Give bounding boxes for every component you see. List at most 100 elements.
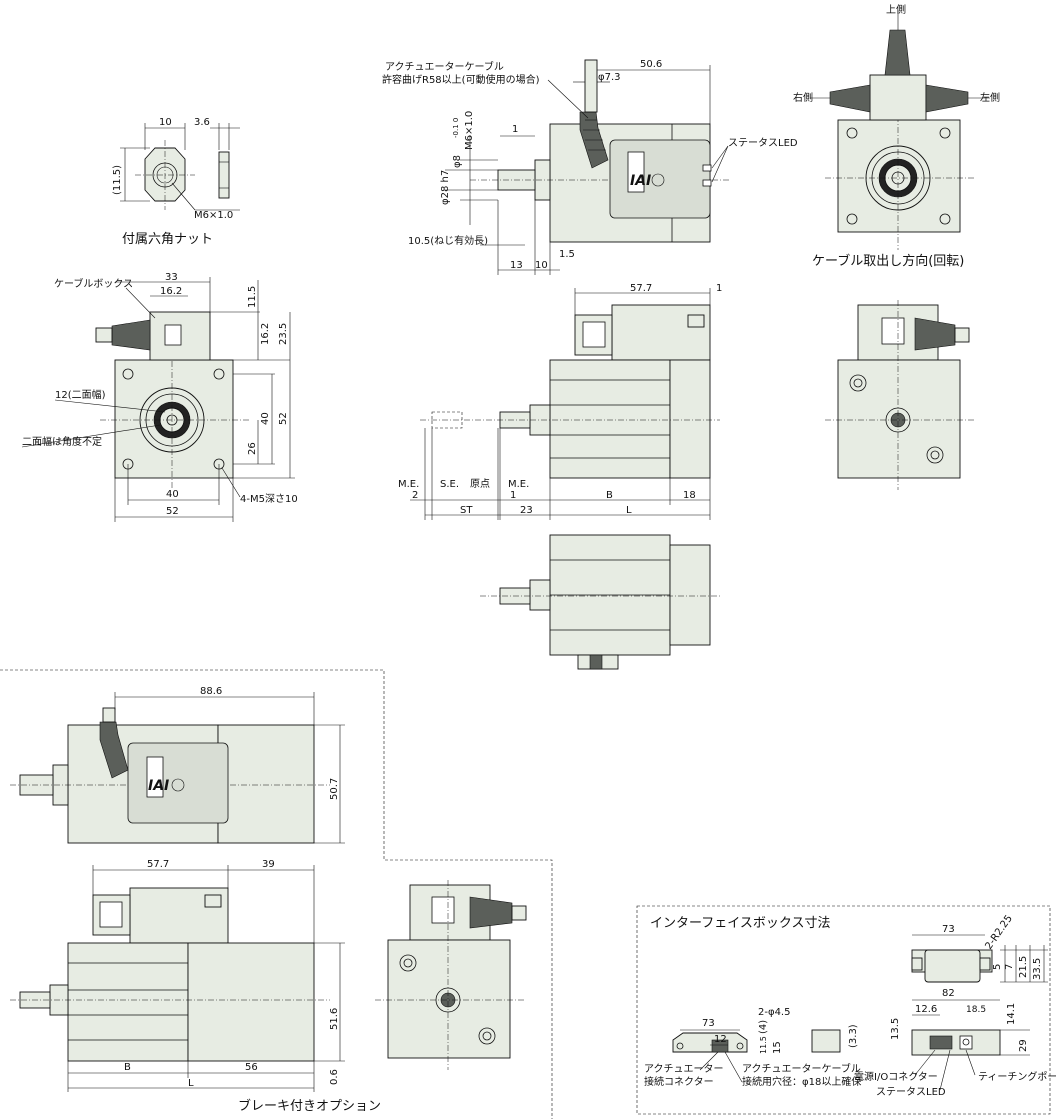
brake-front-motor — [187, 942, 315, 1062]
side-view-boot — [111, 319, 151, 351]
label-se: S.E. — [440, 479, 459, 490]
bottom-view — [480, 534, 720, 670]
dim-ib-5: 5 — [992, 964, 1003, 970]
label-me-right: M.E. — [508, 479, 529, 490]
dim-nut-w: 10 — [159, 117, 172, 128]
dim-side-23-5: 23.5 — [278, 323, 289, 345]
label-cable-hole-2: 接続用穴径：φ18以上確保 — [742, 1075, 861, 1088]
top-view-logo-box — [627, 151, 645, 193]
dir-right: 右側 — [793, 91, 813, 104]
label-teaching-port: ティーチングポート — [978, 1070, 1056, 1083]
label-mount-holes: 4-M5深さ10 — [240, 493, 298, 505]
dim-ib-12-6: 12.6 — [915, 1004, 937, 1015]
dim-1-top: 1 — [512, 124, 518, 135]
dim-brk-b: B — [124, 1062, 131, 1073]
logo-iai: IAI — [630, 173, 651, 189]
dim-ib-18-5: 18.5 — [966, 1005, 986, 1015]
cable-view-box — [869, 74, 927, 121]
dim-ib-11-5: 11.5 — [759, 1036, 768, 1054]
interface-box-frame — [636, 905, 1051, 1115]
side-view: 33 16.2 11.5 16.2 23.5 40 52 26 40 52 ケー… — [21, 272, 298, 522]
dim-main-18: 18 — [683, 490, 696, 501]
dim-side-26: 26 — [247, 442, 258, 455]
dim-nut-thread: M6×1.0 — [194, 210, 233, 221]
dim-main-b: B — [606, 490, 613, 501]
dim-side-40v: 40 — [260, 412, 271, 425]
dim-side-11-5: 11.5 — [247, 286, 258, 308]
dim-ib-82: 82 — [942, 988, 955, 999]
dim-ib-15: 15 — [772, 1041, 783, 1054]
dim-ib-21-5: 21.5 — [1018, 956, 1029, 978]
hex-nut-view: 10 3.6 (11.5) M6×1.0 付属六角ナット — [112, 117, 240, 247]
label-connector-2: 接続コネクター — [644, 1075, 714, 1088]
dim-main-1b: 1 — [510, 490, 516, 501]
main-body — [549, 359, 671, 479]
main-front-view: 57.7 1 M.E. S.E. 原点 M.E. 2 ST 1 23 B 18 … — [398, 283, 722, 520]
cable-boot-up — [884, 29, 911, 76]
dim-brk-l: L — [188, 1078, 194, 1089]
dim-brk-50-7: 50.7 — [329, 778, 340, 800]
dir-top: 上側 — [886, 3, 906, 16]
dim-13: 13 — [510, 260, 523, 271]
dim-main-st: ST — [460, 505, 473, 516]
dim-body-dia: φ28 h7 — [440, 170, 451, 205]
caption-brake-option: ブレーキ付きオプション — [238, 1098, 381, 1114]
dim-main-1: 1 — [716, 283, 722, 294]
dim-ib-7: 7 — [1004, 964, 1015, 970]
top-view-cable — [584, 59, 598, 113]
top-view-interface-plate — [609, 139, 711, 219]
dim-ib-29: 29 — [1018, 1039, 1029, 1052]
dim-rod-dia: φ8 — [452, 155, 463, 168]
interface-box: インターフェイスボックス寸法 73 2-R2.25 5 7 21.5 33.5 … — [636, 905, 1056, 1115]
dim-main-23: 23 — [520, 505, 533, 516]
caption-cable-direction: ケーブル取出し方向(回転) — [812, 253, 964, 269]
ib-side-body — [672, 1032, 748, 1053]
dim-ib-3-3: (3.3) — [848, 1024, 859, 1048]
dim-ib-14-1: 14.1 — [1006, 1003, 1017, 1025]
dim-side-52: 52 — [166, 506, 179, 517]
dim-side-52v: 52 — [278, 412, 289, 425]
dim-1-5: 1.5 — [559, 249, 575, 260]
label-cable-box: ケーブルボックス — [54, 277, 133, 290]
dim-top-len: 50.6 — [640, 59, 662, 70]
label-actuator-cable-1: アクチュエーターケーブル — [385, 60, 504, 73]
brake-option: IAI 88.6 50.7 57.7 39 51. — [0, 669, 553, 1119]
dim-brk-0-6: 0.6 — [329, 1069, 340, 1085]
dim-brk-88-6: 88.6 — [200, 686, 222, 697]
dim-main-l: L — [626, 505, 632, 516]
cable-boot-right — [829, 84, 871, 113]
dim-brk-51-6: 51.6 — [329, 1008, 340, 1030]
dim-brk-56: 56 — [245, 1062, 258, 1073]
label-thread-len: 10.5(ねじ有効長) — [408, 234, 488, 247]
top-view: IAI 50.6 φ7.3 アクチュエーターケーブル 許容曲げR58以上(可動使… — [382, 59, 798, 275]
dim-side-16-2: 16.2 — [160, 286, 182, 297]
main-rod — [499, 411, 531, 429]
dim-side-40: 40 — [166, 489, 179, 500]
dir-left: 左側 — [980, 91, 1000, 104]
caption-nut: 付属六角ナット — [122, 232, 213, 247]
label-two-face-width: 12(二面幅) — [55, 388, 106, 401]
label-status-led2: ステータスLED — [876, 1086, 946, 1098]
label-two-face-angle: 二面幅は角度不定 — [22, 435, 102, 448]
cable-boot-left — [925, 84, 969, 113]
dim-ib-r: 2-R2.25 — [983, 913, 1014, 951]
dim-rod-tol: -0.1 0 — [452, 118, 460, 138]
label-power-io: 電源I/Oコネクター — [854, 1070, 938, 1083]
dim-ib-holes: 2-φ4.5 — [758, 1007, 790, 1018]
main-cable-box — [611, 304, 711, 361]
dim-side-33: 33 — [165, 272, 178, 283]
dim-rod-thread: M6×1.0 — [464, 111, 475, 150]
dim-ib-33-5: 33.5 — [1032, 958, 1043, 980]
dim-cable-dia: φ7.3 — [598, 72, 621, 83]
dim-10: 10 — [535, 260, 548, 271]
nut-side — [218, 151, 230, 199]
label-actuator-cable-2: 許容曲げR58以上(可動使用の場合) — [382, 73, 540, 86]
dim-side-16-2v: 16.2 — [260, 323, 271, 345]
brake-front-body — [67, 942, 189, 1062]
back-view — [825, 300, 975, 490]
dim-main-2: 2 — [412, 490, 418, 501]
label-connector-1: アクチュエーター — [644, 1063, 724, 1075]
dim-ib-73: 73 — [942, 924, 955, 935]
label-me-left: M.E. — [398, 479, 419, 490]
cable-direction-view: 上側 右側 左側 ケーブル取出し方向(回転) — [793, 3, 1000, 269]
